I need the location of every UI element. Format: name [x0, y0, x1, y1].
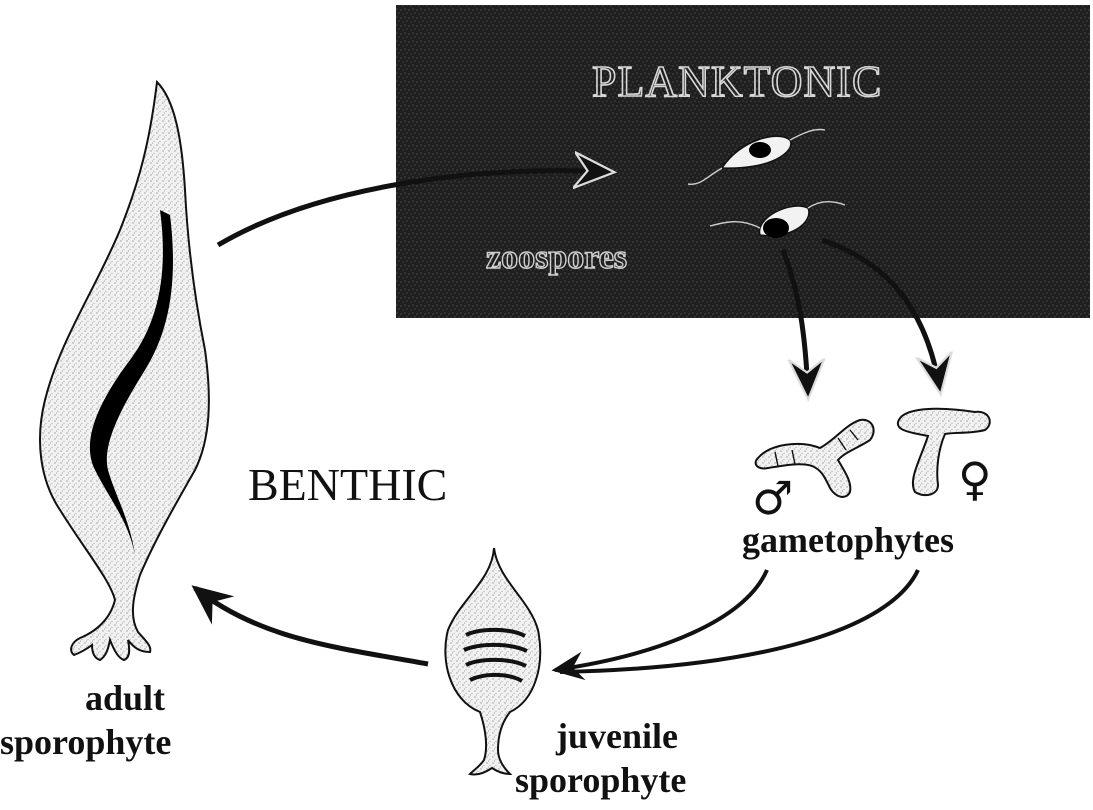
female-symbol: ♀: [958, 452, 992, 506]
arrow-juvenile-to-adult: [195, 588, 428, 664]
planktonic-label: PLANKTONIC: [592, 57, 882, 106]
adult-sporophyte: [40, 82, 209, 660]
juvenile-label-line1: juvenile: [555, 716, 678, 756]
gametophytes-label: gametophytes: [742, 520, 954, 560]
arrow-female-to-juvenile: [560, 570, 918, 672]
benthic-label: BENTHIC: [248, 459, 447, 510]
juvenile-label-line2: sporophyte: [515, 760, 686, 800]
planktonic-zone: PLANKTONIC zoospores: [396, 5, 1090, 395]
adult-label-line1: adult: [85, 678, 165, 718]
adult-label-line2: sporophyte: [0, 722, 171, 762]
zoospores-label: zoospores: [486, 239, 627, 276]
male-symbol: ♂: [752, 471, 793, 525]
arrow-male-to-juvenile: [555, 570, 767, 670]
juvenile-sporophyte: [445, 548, 540, 775]
